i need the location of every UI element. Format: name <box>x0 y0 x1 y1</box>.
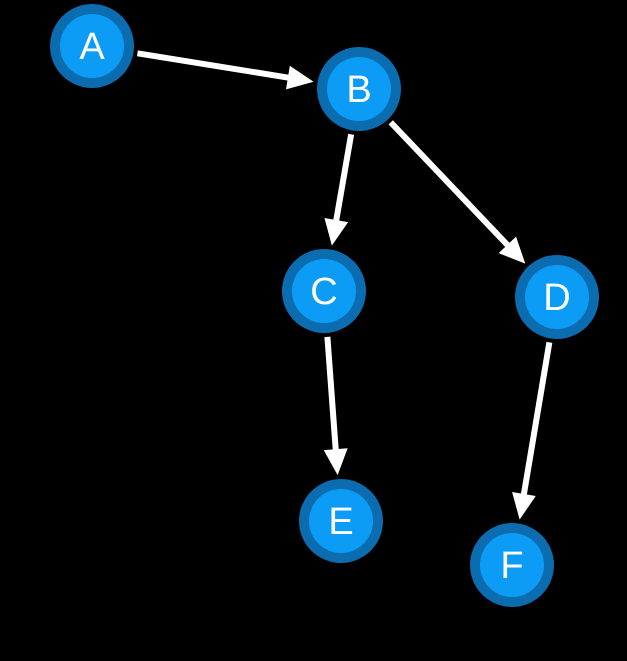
node-label-a: A <box>79 26 105 68</box>
node-core-b <box>327 57 391 121</box>
edge-line-b-d <box>388 120 512 250</box>
edges-layer <box>136 50 553 520</box>
graph-node-e[interactable]: E <box>299 479 383 563</box>
node-core-d <box>525 265 589 329</box>
arrow-head-d-f <box>512 492 536 520</box>
arrow-head-b-d <box>498 236 526 264</box>
edge-line-a-b <box>136 50 292 81</box>
node-label-c: C <box>310 271 337 313</box>
graph-node-d[interactable]: D <box>515 255 599 339</box>
node-label-e: E <box>328 501 353 543</box>
nodes-layer: A B C D E F <box>50 4 599 607</box>
node-label-d: D <box>543 277 570 319</box>
node-label-f: F <box>500 545 523 587</box>
edge-line-d-f <box>520 341 553 498</box>
node-core-f <box>480 533 544 597</box>
arrow-head-c-e <box>323 448 348 476</box>
graph-node-c[interactable]: C <box>282 249 366 333</box>
edge-line-b-c <box>332 133 355 224</box>
node-core-e <box>309 489 373 553</box>
node-core-a <box>60 14 124 78</box>
graph-node-a[interactable]: A <box>50 4 134 88</box>
node-label-b: B <box>346 69 371 111</box>
arrow-head-a-b <box>286 65 314 90</box>
node-core-c <box>292 259 356 323</box>
arrow-head-b-c <box>324 218 349 246</box>
graph-node-b[interactable]: B <box>317 47 401 131</box>
edge-line-c-e <box>324 336 339 453</box>
graph-node-f[interactable]: F <box>470 523 554 607</box>
